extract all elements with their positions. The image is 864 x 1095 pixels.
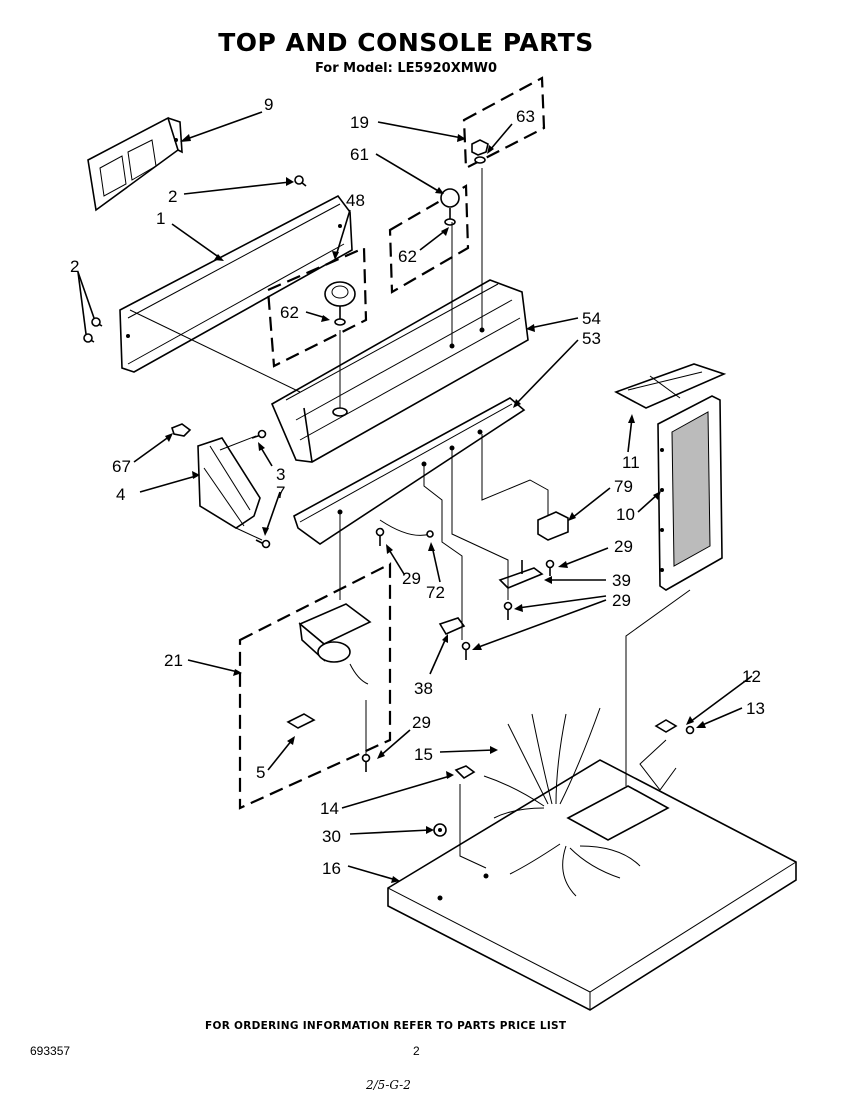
- callout-3: 3: [276, 465, 285, 484]
- page-title: TOP AND CONSOLE PARTS: [218, 28, 594, 57]
- callout-29: 29: [412, 713, 431, 732]
- part-54-console-channel: [270, 279, 529, 463]
- part-9-end-panel: [87, 116, 183, 212]
- part-13-screw: [685, 725, 695, 735]
- callout-29: 29: [614, 537, 633, 556]
- callout-72: 72: [426, 583, 445, 602]
- part-4-end-cap: [197, 437, 261, 529]
- callout-7: 7: [276, 483, 285, 502]
- part-61-group: [388, 184, 470, 294]
- callout-62: 62: [280, 303, 299, 322]
- part-79-bracket: [537, 511, 569, 541]
- part-53-console-base: [293, 397, 526, 545]
- part-72-wire: [379, 519, 434, 538]
- document-number: 693357: [30, 1044, 71, 1058]
- callout-61: 61: [350, 145, 369, 164]
- callout-9: 9: [264, 95, 273, 114]
- callout-19: 19: [350, 113, 369, 132]
- callout-39: 39: [612, 571, 631, 590]
- callout-29: 29: [612, 591, 631, 610]
- leader-lines: [77, 111, 753, 883]
- part-15-wiring-harness: [483, 707, 641, 897]
- part-7-screw: [255, 539, 271, 549]
- model-subtitle: For Model: LE5920XMW0: [314, 61, 498, 76]
- part-1-console-back-panel: [119, 194, 353, 373]
- part-12-bracket: [654, 719, 678, 733]
- callout-16: 16: [322, 859, 341, 878]
- callout-1: 1: [156, 209, 165, 228]
- callout-29: 29: [402, 569, 421, 588]
- callout-10: 10: [616, 505, 635, 524]
- part-39-bracket: [498, 560, 544, 589]
- callout-21: 21: [164, 651, 183, 670]
- callout-15: 15: [414, 745, 433, 764]
- part-10-grille-panel: [657, 395, 723, 591]
- callout-79: 79: [614, 477, 633, 496]
- part-67-clip: [171, 423, 192, 437]
- callout-labels: 9 2 1 48 2 62 19 63 61 62 54 53 67 3 4 7…: [70, 95, 765, 878]
- part-63-group: [462, 76, 546, 170]
- callout-11: 11: [622, 453, 640, 472]
- callout-67: 67: [112, 457, 131, 476]
- callout-38: 38: [414, 679, 433, 698]
- part-2-screws: [83, 175, 307, 343]
- part-48-knob-group: [266, 246, 368, 368]
- part-16-top-panel: [387, 759, 797, 1011]
- callout-2: 2: [168, 187, 177, 206]
- page-number: 2: [413, 1044, 420, 1058]
- callout-12: 12: [742, 667, 761, 686]
- callout-53: 53: [582, 329, 601, 348]
- callout-2: 2: [70, 257, 79, 276]
- callout-13: 13: [746, 699, 765, 718]
- alignment-lines: [129, 168, 691, 869]
- part-3-screw: [251, 429, 267, 439]
- ordering-info-note: FOR ORDERING INFORMATION REFER TO PARTS …: [205, 1020, 567, 1032]
- part-38-switch: [438, 617, 466, 636]
- callout-54: 54: [582, 309, 601, 328]
- callout-30: 30: [322, 827, 341, 846]
- callout-5: 5: [256, 763, 265, 782]
- part-11-cover: [614, 363, 727, 409]
- callout-62: 62: [398, 247, 417, 266]
- part-30-grommet: [433, 823, 447, 837]
- part-14-clip: [454, 765, 476, 780]
- part-29-screws: [361, 527, 555, 772]
- handwritten-note: 2/5-G-2: [366, 1078, 411, 1092]
- callout-63: 63: [516, 107, 535, 126]
- callout-48: 48: [346, 191, 365, 210]
- callout-14: 14: [320, 799, 339, 818]
- callout-4: 4: [116, 485, 125, 504]
